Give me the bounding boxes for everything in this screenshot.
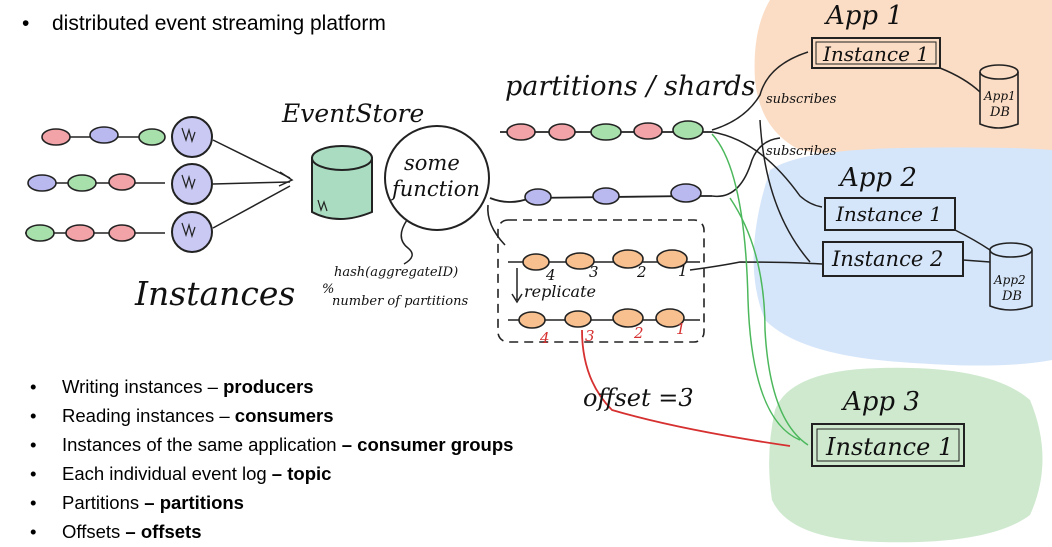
app3-region [769, 367, 1043, 543]
hash-line-1: hash(aggregateID) [334, 265, 458, 280]
app1-instance-label: Instance 1 [822, 42, 929, 66]
subscription-lines [689, 51, 823, 271]
offset-line [581, 329, 791, 447]
subscribes-label-2: subscribes [766, 144, 837, 159]
bullet-item: • Partitions – partitions [30, 488, 513, 517]
log-numbers-bottom: 4 3 2 1 [539, 320, 686, 347]
event-green [138, 128, 166, 146]
producer-instances [171, 116, 213, 253]
app3-instance-label: Instance 1 [825, 433, 953, 461]
partition-2-events [524, 183, 702, 206]
log-number: 3 [585, 327, 595, 345]
log-number: 1 [676, 320, 686, 338]
app2-db-icon [989, 242, 1033, 311]
bullet-item: • Writing instances – producers [30, 372, 513, 401]
log-number: 1 [678, 262, 688, 280]
log-numbers-top: 4 3 2 1 [545, 262, 688, 284]
event-red [108, 173, 136, 191]
producer-instance-3 [171, 211, 213, 253]
slide-title-text: distributed event streaming platform [52, 12, 386, 35]
log-number: 2 [636, 263, 647, 281]
bullet-dot: • [30, 405, 37, 426]
bullet-text: Each individual event log [62, 463, 267, 484]
replicate-label: replicate [524, 282, 596, 301]
event-store-cylinder [311, 145, 373, 220]
bullet-dot: • [30, 521, 37, 542]
event-red [65, 224, 95, 242]
app2-instance1-box [824, 197, 956, 231]
slide-title: • distributed event streaming platform [22, 12, 386, 36]
subscribes-label-1: subscribes [766, 92, 837, 107]
bullet-item: • Instances of the same application – con… [30, 430, 513, 459]
app2-instance1-label: Instance 1 [835, 202, 942, 226]
partitions-label: partitions / shards [505, 71, 755, 102]
app2-label: App 2 [838, 163, 917, 193]
producer-events [25, 126, 166, 242]
producer-instance-2 [171, 163, 213, 205]
app2-db-label-2: DB [1001, 289, 1022, 304]
hash-line-2: % [322, 282, 334, 297]
event-red [108, 224, 136, 242]
bullet-item: • Each individual event log – topic [30, 459, 513, 488]
bullet-text: Reading instances – [62, 405, 235, 426]
bullet-dot: • [30, 463, 37, 484]
app1-label: App 1 [824, 1, 903, 31]
log-number: 4 [539, 329, 550, 347]
partition-1-events [506, 120, 704, 141]
function-label-2: function [390, 177, 480, 201]
app1-region [754, 0, 1052, 162]
function-label-1: some [404, 151, 460, 175]
app2-db-label-1: App2 [993, 273, 1026, 287]
event-blue [27, 174, 57, 192]
event-red [41, 128, 71, 146]
some-function-circle [384, 125, 490, 231]
partition-3-dashed-box [497, 219, 705, 343]
event-green [25, 224, 55, 242]
consumer-group-lines [711, 133, 809, 446]
app1-db-label-2: DB [989, 105, 1010, 120]
app2-instance2-box [822, 241, 964, 277]
log-number: 4 [545, 266, 556, 284]
bullet-item: • Reading instances – consumers [30, 401, 513, 430]
partition-3-events [522, 249, 688, 271]
bullet-text: Partitions [62, 492, 140, 513]
bullet-item: • Offsets – offsets [30, 517, 513, 546]
app1-db-label-1: App1 [983, 89, 1016, 103]
app2-instance2-label: Instance 2 [831, 247, 943, 271]
offset-label: offset =3 [583, 384, 694, 412]
bullet-term: – consumer groups [336, 434, 514, 455]
bullet-dot: • [30, 492, 37, 513]
log-number: 2 [633, 324, 644, 342]
bullet-term: – offsets [120, 521, 202, 542]
bullet-term: consumers [234, 405, 334, 426]
bullet-dot: • [30, 376, 37, 397]
bullet-dot: • [30, 434, 37, 455]
bullet-dot: • [22, 12, 30, 35]
bullet-text: Writing instances – [62, 376, 224, 397]
bullet-list: • Writing instances – producers • Reading … [30, 372, 513, 546]
event-blue [89, 126, 119, 144]
app1-instance-box [811, 37, 941, 69]
app3-label: App 3 [841, 387, 920, 417]
app1-db-icon [979, 64, 1019, 129]
replica-events [518, 308, 685, 329]
bullet-text: Offsets [62, 521, 121, 542]
instances-label: Instances [134, 274, 295, 313]
hash-line-3: number of partitions [332, 294, 468, 309]
bullet-term: producers [223, 376, 314, 397]
bullet-term: – topic [266, 463, 332, 484]
app2-region [753, 147, 1052, 366]
event-green [67, 174, 97, 192]
bullet-text: Instances of the same application [62, 434, 337, 455]
producer-arrows [212, 139, 294, 229]
app3-instance-box [811, 423, 965, 467]
event-store-label: EventStore [281, 99, 424, 128]
bullet-term: – partitions [139, 492, 244, 513]
producer-instance-1 [171, 116, 213, 158]
log-number: 3 [589, 263, 599, 281]
